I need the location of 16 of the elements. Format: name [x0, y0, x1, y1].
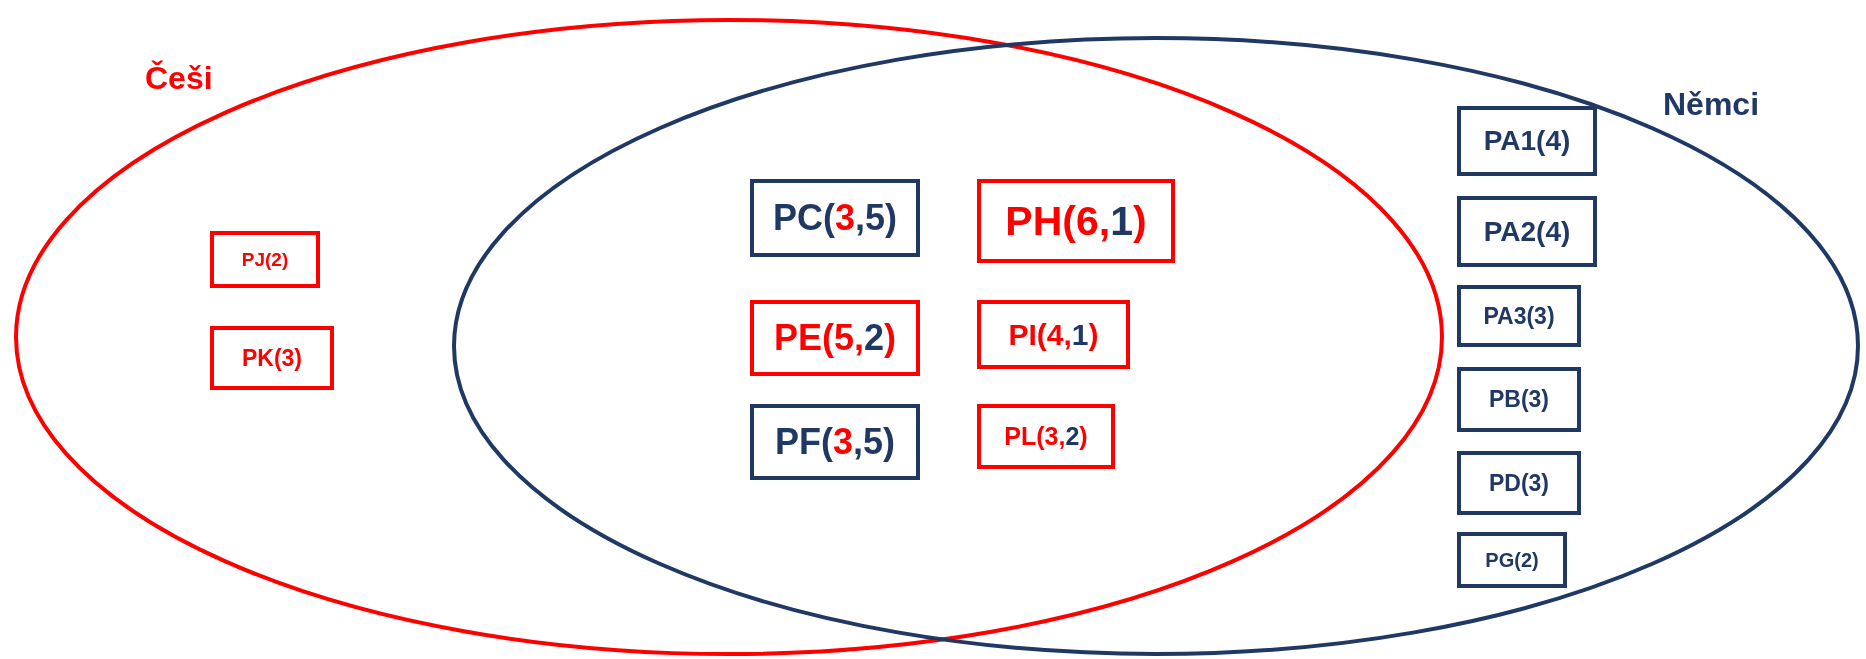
set-member-box: PF(3,5) [750, 404, 920, 480]
set-member-box: PE(5,2) [750, 300, 920, 376]
set-member-box: PK(3) [210, 326, 334, 390]
set-member-box: PA2(4) [1457, 196, 1597, 267]
set-member-box: PB(3) [1457, 367, 1581, 432]
set-member-box: PI(4,1) [977, 300, 1130, 369]
set-member-box: PH(6,1) [977, 179, 1175, 263]
set-member-box: PC(3,5) [750, 179, 920, 257]
set-member-box: PG(2) [1457, 532, 1567, 588]
set-member-box: PA3(3) [1457, 285, 1581, 347]
set-label: Němci [1663, 86, 1760, 123]
set-label: Češi [145, 60, 213, 97]
set-member-box: PJ(2) [210, 231, 320, 288]
set-member-box: PD(3) [1457, 451, 1581, 515]
set-member-box: PA1(4) [1457, 106, 1597, 176]
set-member-box: PL(3,2) [977, 404, 1115, 469]
